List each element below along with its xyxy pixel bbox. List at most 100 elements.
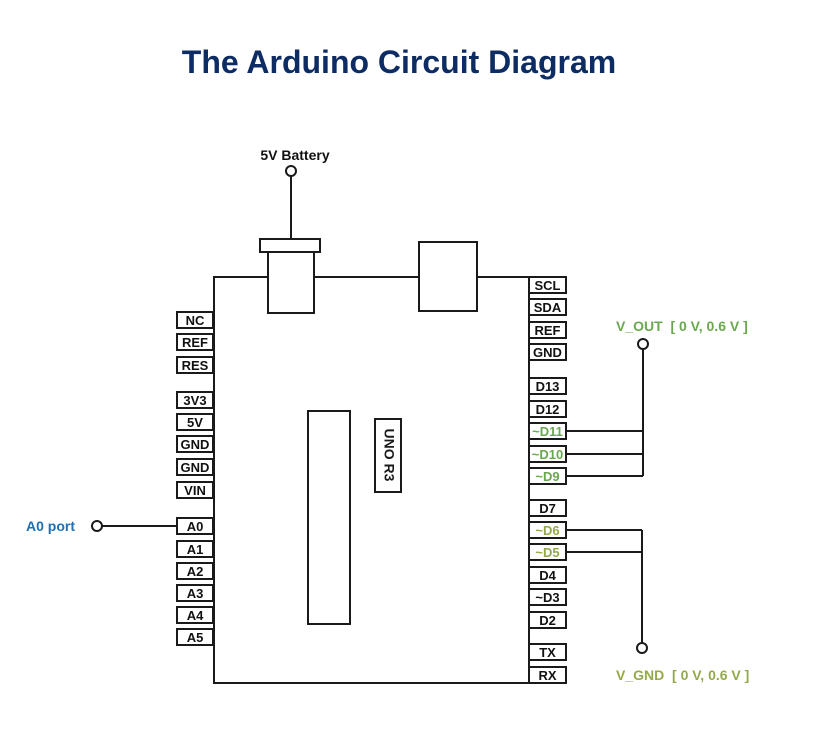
board-label-box <box>374 418 402 493</box>
pin-label: REF <box>535 323 561 338</box>
battery-label: 5V Battery <box>260 147 329 163</box>
right-pin-d12: D12 <box>528 400 567 418</box>
left-pin-a2: A2 <box>176 562 214 580</box>
arduino-board <box>213 276 530 684</box>
pin-box <box>176 458 214 476</box>
left-pin-ref: REF <box>176 333 214 351</box>
right-pin-d2: D2 <box>528 611 567 629</box>
right-pin-pwm-d5: ~D5 <box>528 543 567 561</box>
pin-box <box>176 562 214 580</box>
pin-box <box>176 356 214 374</box>
power-jack <box>259 238 321 314</box>
pin-box <box>176 311 214 329</box>
pin-label: D7 <box>539 501 556 516</box>
pin-label: A4 <box>187 608 204 623</box>
right-pin-tx: TX <box>528 643 567 661</box>
pin-box <box>528 566 567 584</box>
pin-label: D13 <box>536 379 560 394</box>
microcontroller-chip <box>307 410 351 625</box>
pin-label: ~D9 <box>535 469 559 484</box>
pin-label: A1 <box>187 542 204 557</box>
pin-label: A5 <box>187 630 204 645</box>
pin-label: GND <box>181 460 210 475</box>
pin-label: 5V <box>187 415 203 430</box>
left-pin-a1: A1 <box>176 540 214 558</box>
right-pin-pwm-d11: ~D11 <box>528 422 567 440</box>
v-gnd-terminal <box>636 642 648 654</box>
pin-label: GND <box>181 437 210 452</box>
pin-label: 3V3 <box>183 393 206 408</box>
pin-label: SCL <box>535 278 561 293</box>
left-pin-res: RES <box>176 356 214 374</box>
right-pin-rx: RX <box>528 666 567 684</box>
left-pin-a3: A3 <box>176 584 214 602</box>
pin-box <box>176 413 214 431</box>
pin-box <box>528 343 567 361</box>
left-pin-a4: A4 <box>176 606 214 624</box>
right-pin-d4: D4 <box>528 566 567 584</box>
pin-box <box>176 584 214 602</box>
pin-box <box>528 588 567 606</box>
pin-label: ~D6 <box>535 523 559 538</box>
left-pin-5v: 5V <box>176 413 214 431</box>
pin-label: A0 <box>187 519 204 534</box>
board-label: UNO R3 <box>381 429 397 482</box>
right-pin-scl: SCL <box>528 276 567 294</box>
right-pin-pwm-d10: ~D10 <box>528 445 567 463</box>
left-pin-3v3: 3V3 <box>176 391 214 409</box>
pin-label: D2 <box>539 613 556 628</box>
v-out-terminal <box>637 338 649 350</box>
pin-box <box>176 481 214 499</box>
right-pin-gnd: GND <box>528 343 567 361</box>
left-pin-gnd: GND <box>176 435 214 453</box>
pin-label: VIN <box>184 483 206 498</box>
pin-label: ~D5 <box>535 545 559 560</box>
pin-label: A2 <box>187 564 204 579</box>
pin-label: D12 <box>536 402 560 417</box>
pin-box <box>528 499 567 517</box>
pin-box <box>176 606 214 624</box>
left-pin-vin: VIN <box>176 481 214 499</box>
a0-port-terminal <box>91 520 103 532</box>
v-gnd-wiring <box>566 529 643 643</box>
pin-box <box>528 400 567 418</box>
pin-box <box>176 391 214 409</box>
right-pin-d13: D13 <box>528 377 567 395</box>
pin-label: SDA <box>534 300 562 315</box>
pin-label: ~D3 <box>535 590 559 605</box>
pin-box <box>528 276 567 294</box>
pin-label: TX <box>539 645 556 660</box>
left-pin-a5: A5 <box>176 628 214 646</box>
pin-label: RX <box>538 668 556 683</box>
pin-box <box>528 643 567 661</box>
pin-label: ~D10 <box>532 447 563 462</box>
left-pin-a0: A0 <box>176 517 214 535</box>
pin-box <box>176 333 214 351</box>
pin-label: GND <box>533 345 562 360</box>
battery-terminal <box>285 165 297 177</box>
pin-label: NC <box>186 313 205 328</box>
right-pin-ref: REF <box>528 321 567 339</box>
pin-box <box>176 540 214 558</box>
v-out-wiring <box>566 349 644 477</box>
usb-connector <box>418 241 478 312</box>
pin-label: D4 <box>539 568 556 583</box>
right-pin-pwm-d9: ~D9 <box>528 467 567 485</box>
right-pin-pwm-d3: ~D3 <box>528 588 567 606</box>
left-pin-gnd: GND <box>176 458 214 476</box>
right-pin-pwm-d6: ~D6 <box>528 521 567 539</box>
right-pin-d7: D7 <box>528 499 567 517</box>
pin-box <box>528 611 567 629</box>
pin-box <box>528 321 567 339</box>
diagram-title: The Arduino Circuit Diagram <box>181 44 617 80</box>
right-pin-sda: SDA <box>528 298 567 316</box>
pin-box <box>528 666 567 684</box>
pin-box <box>528 298 567 316</box>
pin-box <box>176 628 214 646</box>
v-out-label: V_OUT [ 0 V, 0.6 V ] <box>616 318 748 334</box>
v-gnd-label: V_GND [ 0 V, 0.6 V ] <box>616 667 749 683</box>
pin-box <box>176 435 214 453</box>
pin-label: RES <box>182 358 209 373</box>
